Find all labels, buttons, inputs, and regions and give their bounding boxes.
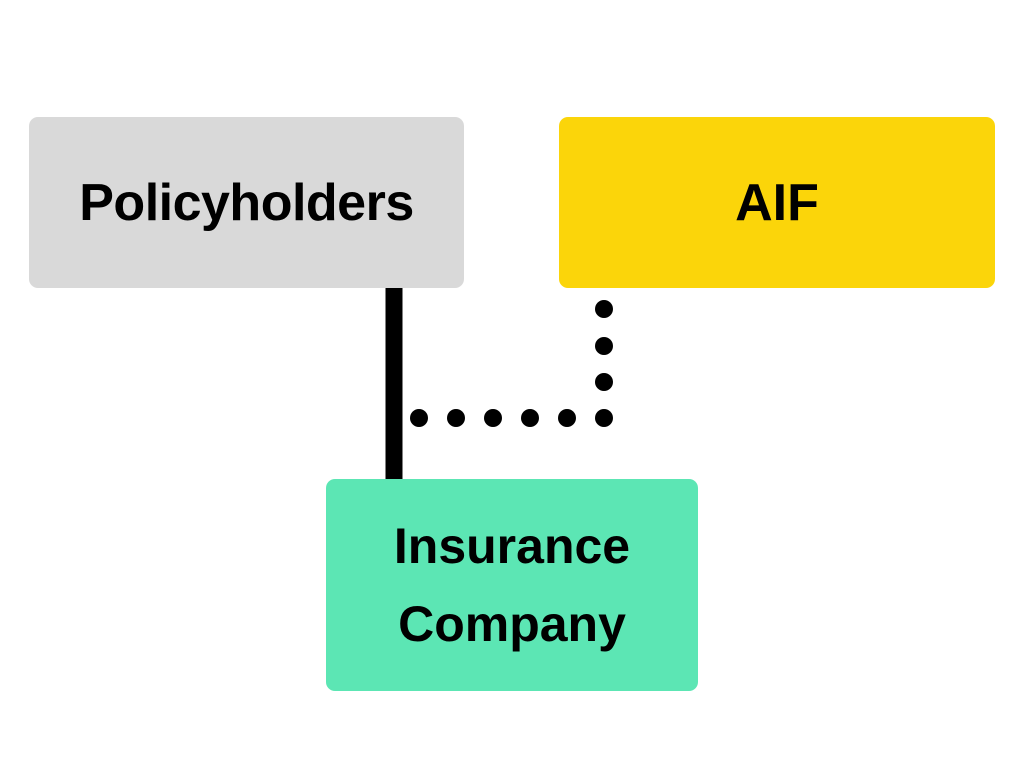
aif-label: AIF xyxy=(735,173,819,232)
policyholders-label: Policyholders xyxy=(79,173,414,232)
dotted-connector-aif-insurance xyxy=(410,300,613,427)
policyholders-node: Policyholders xyxy=(29,117,464,288)
insurance-company-node: Insurance Company xyxy=(326,479,698,691)
insurance-company-label: Insurance Company xyxy=(393,518,631,652)
aif-node: AIF xyxy=(559,117,995,288)
